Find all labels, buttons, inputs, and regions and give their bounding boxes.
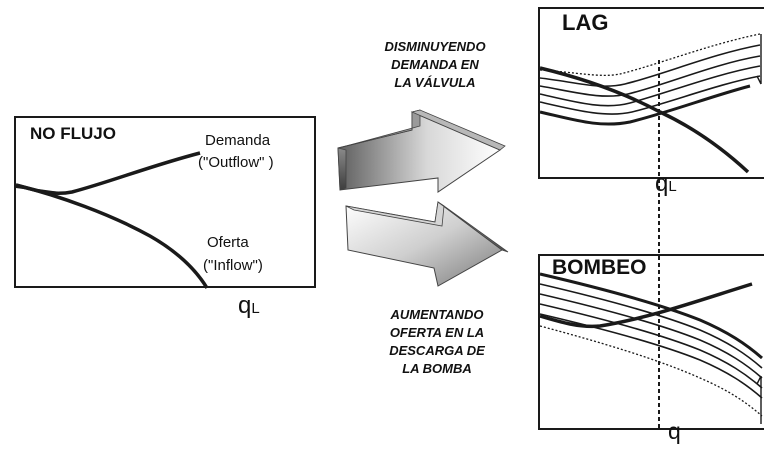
lag-demand-3 (539, 65, 761, 107)
bombeo-supply-2 (539, 283, 763, 369)
lag-demand-4 (539, 75, 761, 115)
bombeo-supply-3 (539, 293, 763, 379)
lag-axis-label-sub: L (668, 178, 677, 195)
inflow-label: ("Inflow") (203, 257, 263, 274)
bottom-caption: AUMENTANDO OFERTA EN LA DESCARGA DE LA B… (352, 306, 522, 378)
bombeo-curves (539, 272, 763, 424)
supply-curve (15, 183, 209, 289)
top-caption-line-3: LA VÁLVULA (394, 75, 476, 90)
top-caption-line-2: DEMANDA EN (391, 57, 479, 72)
bottom-caption-line-4: LA BOMBA (402, 361, 472, 376)
top-caption: DISMINUYENDO DEMANDA EN LA VÁLVULA (350, 38, 520, 92)
demand-curve (15, 151, 201, 196)
bombeo-axis-label: q (668, 418, 681, 445)
demand-label: Demanda (205, 132, 271, 149)
bottom-caption-line-3: DESCARGA DE (389, 343, 485, 358)
lag-axis-label: qL (655, 170, 677, 198)
bombeo-supply-1 (539, 272, 763, 360)
bottom-caption-line-1: AUMENTANDO (390, 307, 484, 322)
lag-arrow-down (756, 34, 762, 85)
top-caption-line-1: DISMINUYENDO (384, 39, 486, 54)
lag-dotted-demand (539, 33, 761, 76)
no-flujo-panel (14, 116, 316, 288)
bombeo-supply-5 (539, 313, 763, 399)
bombeo-demand-curve (539, 282, 753, 329)
bombeo-supply-dotted (539, 325, 763, 417)
lag-title: LAG (562, 10, 609, 35)
bombeo-title: BOMBEO (552, 256, 647, 279)
no-flujo-curves (15, 151, 209, 289)
flat-start-curve (15, 186, 61, 194)
left-axis-label-sub: L (251, 300, 260, 317)
left-axis-label-main: q (238, 292, 252, 319)
no-flujo-title: NO FLUJO (30, 124, 116, 143)
lag-demand-2 (539, 55, 761, 97)
top-arrow-icon (337, 109, 506, 193)
bottom-arrow-icon (345, 201, 509, 287)
supply-label: Oferta (207, 234, 249, 251)
outflow-label: ("Outflow" ) (198, 154, 274, 171)
lag-curves (539, 33, 762, 174)
lag-demand-1 (539, 44, 761, 87)
lag-demand-base (539, 84, 751, 126)
bottom-caption-line-2: OFERTA EN LA (389, 325, 485, 340)
left-axis-label: qL (238, 292, 260, 320)
bombeo-axis-label-main: q (668, 418, 681, 444)
bombeo-arrow-up (756, 375, 762, 424)
lag-axis-label-main: q (655, 170, 669, 197)
bombeo-supply-4 (539, 303, 763, 389)
